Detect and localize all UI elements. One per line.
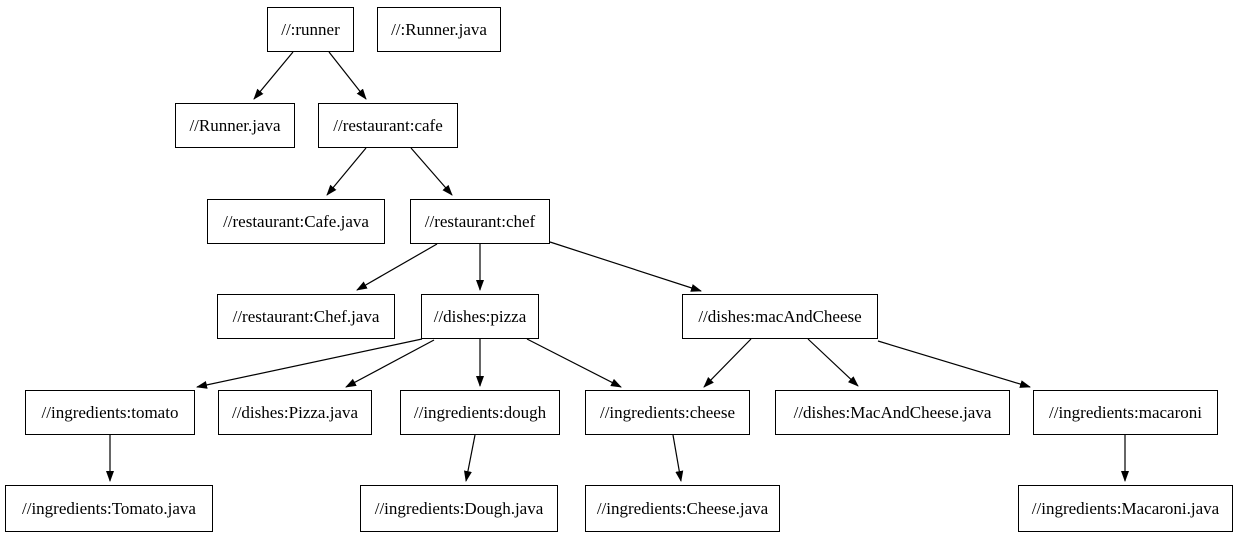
node-macaroni: //ingredients:macaroni (1033, 390, 1218, 435)
node-pizza: //dishes:pizza (421, 294, 539, 339)
node-cafe: //restaurant:cafe (318, 103, 458, 148)
node-macandcheese: //dishes:macAndCheese (682, 294, 878, 339)
edge-pizza-to-tomato (196, 338, 423, 389)
edge-runner-to-runner-java-file (253, 51, 294, 100)
node-runner-java-label: //:Runner.java (377, 7, 501, 52)
edge-cafe-to-chef (410, 147, 453, 196)
node-macandcheese-java-file: //dishes:MacAndCheese.java (775, 390, 1010, 435)
edge-group (106, 51, 1129, 482)
edge-chef-to-macandcheese (549, 241, 702, 292)
node-dough: //ingredients:dough (400, 390, 560, 435)
edge-macandcheese-to-macandcheese-java-file (807, 338, 859, 387)
node-chef-java-file: //restaurant:Chef.java (217, 294, 395, 339)
edge-pizza-to-cheese (526, 338, 622, 388)
edge-chef-to-chef-java-file (356, 243, 438, 291)
node-tomato-java-file: //ingredients:Tomato.java (5, 485, 213, 532)
edge-cheese-to-cheese-java-file (672, 434, 684, 482)
node-cheese: //ingredients:cheese (585, 390, 750, 435)
node-cheese-java-file: //ingredients:Cheese.java (585, 485, 780, 532)
edge-cafe-to-cafe-java-file (326, 147, 367, 196)
node-runner: //:runner (267, 7, 354, 52)
edge-dough-to-dough-java-file (463, 434, 476, 482)
node-pizza-java-file: //dishes:Pizza.java (218, 390, 372, 435)
edge-macandcheese-to-cheese (703, 338, 752, 388)
node-tomato: //ingredients:tomato (25, 390, 195, 435)
node-runner-java-file: //Runner.java (175, 103, 295, 148)
node-chef: //restaurant:chef (410, 199, 550, 244)
edge-pizza-to-pizza-java-file (345, 339, 435, 388)
node-macaroni-java-file: //ingredients:Macaroni.java (1018, 485, 1233, 532)
node-cafe-java-file: //restaurant:Cafe.java (207, 199, 385, 244)
edge-runner-to-cafe (328, 51, 367, 100)
edge-macandcheese-to-macaroni (877, 340, 1031, 388)
node-dough-java-file: //ingredients:Dough.java (360, 485, 558, 532)
